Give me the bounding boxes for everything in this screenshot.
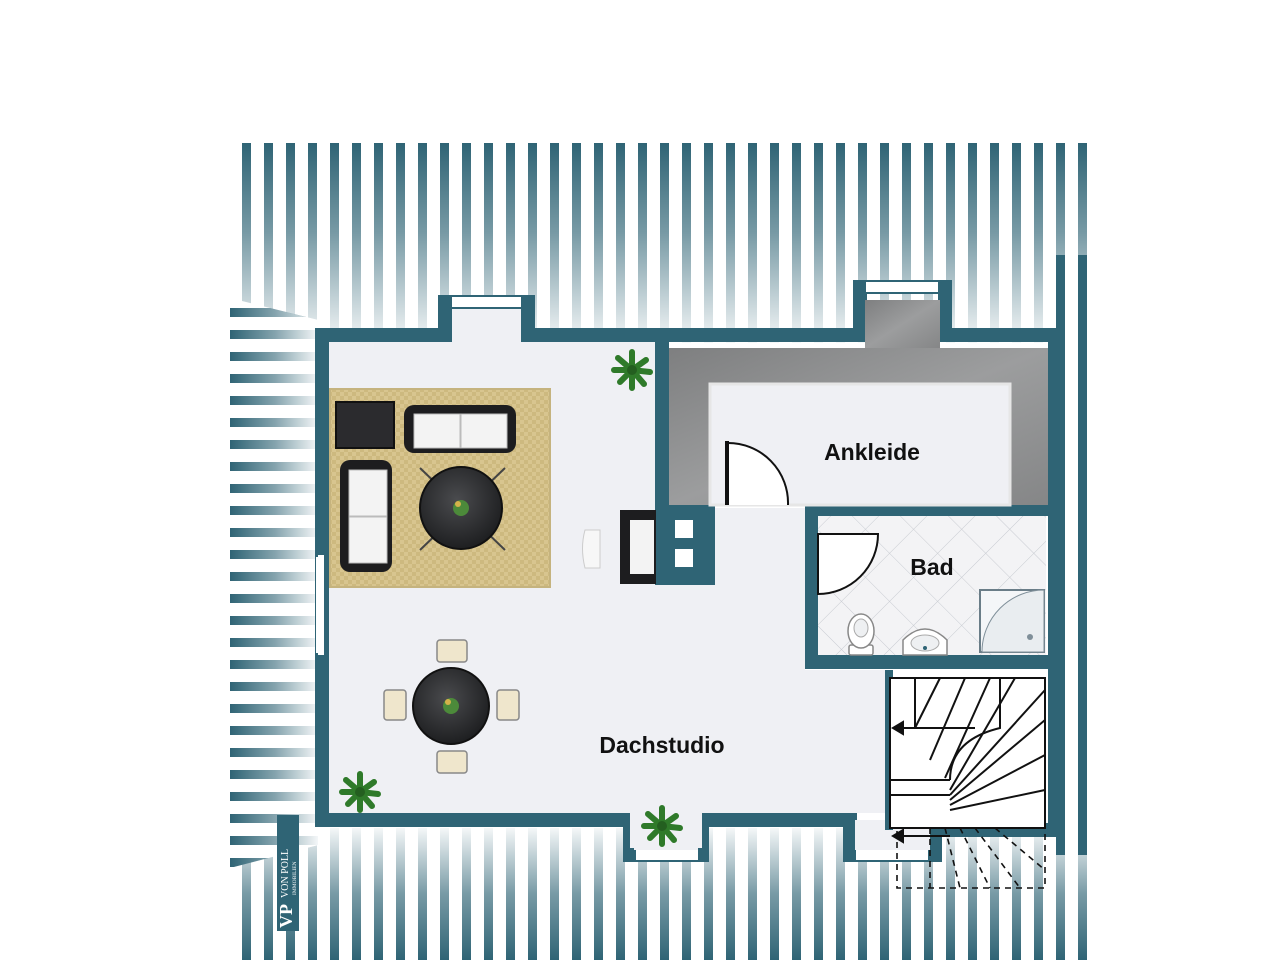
bad-room (817, 516, 1046, 656)
toilet-icon (847, 613, 875, 656)
interior-walls (318, 342, 1050, 830)
side-table-icon (335, 401, 395, 449)
sink-icon (902, 628, 948, 656)
von-poll-logo: VP VON POLL IMMOBILIEN (276, 815, 299, 931)
logo-monogram: VP (276, 904, 296, 928)
chimney-blocks (675, 520, 693, 567)
ankleide-door (726, 441, 790, 506)
roof-left (230, 298, 318, 868)
dining-table-icon (383, 639, 520, 774)
room-label-dachstudio: Dachstudio (599, 732, 724, 758)
room-label-bad: Bad (910, 554, 953, 580)
roof-top (235, 143, 1097, 343)
armchair-icon (582, 510, 656, 584)
sofa-icon (404, 405, 516, 453)
coffee-table-icon (419, 466, 506, 551)
ankleide-room (669, 300, 1048, 507)
logo-brand: VON POLL (280, 849, 291, 898)
lounge-area (329, 388, 551, 588)
windows (316, 282, 938, 860)
logo-subtitle: IMMOBILIEN (292, 861, 298, 895)
bad-door (817, 533, 880, 596)
sofa-icon (340, 460, 392, 572)
plant-icon (339, 771, 381, 813)
plant-icon (611, 349, 653, 391)
room-label-ankleide: Ankleide (824, 439, 920, 465)
plant-icon (641, 805, 683, 847)
shower-icon (979, 589, 1045, 653)
staircase (889, 677, 1046, 889)
